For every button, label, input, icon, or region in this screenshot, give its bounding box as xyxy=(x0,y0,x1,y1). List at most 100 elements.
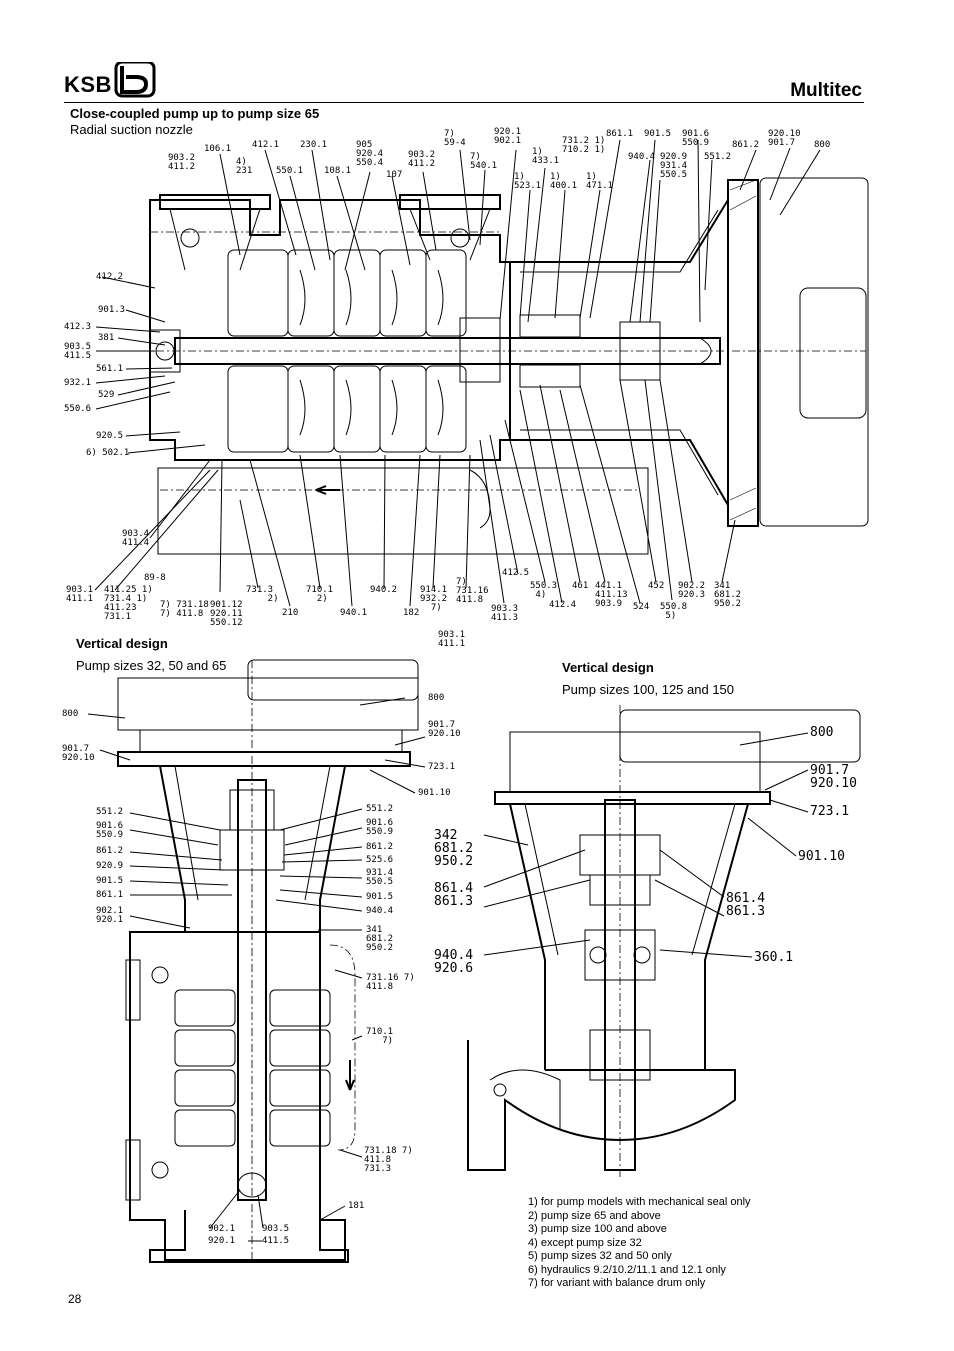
part-label: 903.2 411.2 xyxy=(408,150,436,169)
part-label: 7) 731.18 7) 411.8 xyxy=(160,600,209,619)
part-label: 7) 731.16 411.8 xyxy=(456,577,489,605)
part-label: 903.5 xyxy=(262,1224,290,1234)
part-label: 932.1 xyxy=(64,378,92,388)
part-label: 342 681.2 950.2 xyxy=(434,828,474,869)
part-label: 920.9 xyxy=(96,861,124,871)
header-rule xyxy=(64,102,864,103)
part-label: 731.2 1) 710.2 1) xyxy=(562,136,606,155)
part-label: 931.4 550.5 xyxy=(366,868,394,887)
part-label: 905 920.4 550.4 xyxy=(356,140,384,168)
part-label: 861.1 xyxy=(96,890,124,900)
part-label: 902.1 920.1 xyxy=(96,906,124,925)
product-title: Multitec xyxy=(790,80,862,101)
part-label: 731.3 2) xyxy=(246,585,279,604)
part-label: 800 xyxy=(810,725,834,740)
part-label: 940.4 xyxy=(366,906,394,916)
part-label: 920.1 902.1 xyxy=(494,127,522,146)
part-label: 551.2 xyxy=(704,152,732,162)
part-label: 920.10 901.7 xyxy=(768,129,801,148)
part-label: 7) 540.1 xyxy=(470,152,498,171)
part-label: 551.2 xyxy=(366,804,394,814)
part-label: 731.16 7) 411.8 xyxy=(366,973,415,992)
part-label: 723.1 xyxy=(428,762,456,772)
section3-title: Vertical design xyxy=(562,660,654,675)
part-label: 901.6 550.9 xyxy=(682,129,710,148)
part-label: 710.1 2) xyxy=(306,585,334,604)
part-label: 441.1 411.13 903.9 xyxy=(595,581,628,609)
part-label: 525.6 xyxy=(366,855,394,865)
part-label: 800 xyxy=(428,693,445,703)
part-label: 1) 471.1 xyxy=(586,172,614,191)
part-label: 901.3 xyxy=(98,305,126,315)
part-label: 920.1 xyxy=(208,1236,236,1246)
part-label: 731.18 7) 411.8 731.3 xyxy=(364,1146,413,1174)
part-label: 903.5 411.5 xyxy=(64,342,92,361)
vertical-design-large-drawing xyxy=(467,705,861,1180)
part-label: 914.1 932.2 7) xyxy=(420,585,448,613)
part-label: 901.7 920.10 xyxy=(62,744,95,763)
part-label: 550.6 xyxy=(64,404,92,414)
part-label: 710.1 7) xyxy=(366,1027,394,1046)
part-label: 902.1 xyxy=(208,1224,236,1234)
part-label: 182 xyxy=(403,608,420,618)
part-label: 412.2 xyxy=(96,272,124,282)
part-label: 412.3 xyxy=(64,322,92,332)
part-label: 411.25 1) 731.4 1) 411.23 731.1 xyxy=(104,585,153,622)
part-label: 861.1 xyxy=(606,129,634,139)
part-label: 412.4 xyxy=(549,600,577,610)
part-label: 210 xyxy=(282,608,299,618)
part-label: 412.5 xyxy=(502,568,530,578)
ksb-logo xyxy=(64,62,160,98)
part-label: 940.2 xyxy=(370,585,398,595)
footnote: 7) for variant with balance drum only xyxy=(528,1277,706,1289)
part-label: 524 xyxy=(633,602,650,612)
close-coupled-pump-drawing xyxy=(94,139,869,607)
section3-subtitle: Pump sizes 100, 125 and 150 xyxy=(562,682,735,697)
part-label: 861.2 xyxy=(366,842,394,852)
ksb-logo-mark-icon xyxy=(114,62,156,98)
part-label: 920.5 xyxy=(96,431,124,441)
part-label: 901.10 xyxy=(418,788,451,798)
part-label: 550.1 xyxy=(276,166,304,176)
part-label: 1) 523.1 xyxy=(514,172,542,191)
part-label: 107 xyxy=(386,170,403,180)
section2-subtitle: Pump sizes 32, 50 and 65 xyxy=(76,658,227,673)
section1-title: Close-coupled pump up to pump size 65 xyxy=(70,106,320,121)
footnote: 1) for pump models with mechanical seal … xyxy=(528,1196,751,1208)
part-label: 901.5 xyxy=(644,129,672,139)
brand-name: KSB xyxy=(64,72,112,97)
part-label: 940.4 920.6 xyxy=(434,948,474,976)
part-label: 902.2 920.3 xyxy=(678,581,706,600)
part-label: 181 xyxy=(348,1201,365,1211)
footnote: 3) pump size 100 and above xyxy=(528,1223,667,1235)
part-label: 89-8 xyxy=(144,573,166,583)
part-label: 903.1 411.1 xyxy=(438,630,466,649)
part-label: 901.7 920.10 xyxy=(810,763,857,791)
part-label: 861.4 861.3 xyxy=(434,881,474,909)
part-label: 6) 502.1 xyxy=(86,448,130,458)
part-label: 940.1 xyxy=(340,608,368,618)
part-label: 360.1 xyxy=(754,950,794,965)
part-label: 561.1 xyxy=(96,364,124,374)
part-label: 1) 400.1 xyxy=(550,172,578,191)
part-label: 903.3 411.3 xyxy=(491,604,519,623)
footnote: 2) pump size 65 and above xyxy=(528,1209,661,1222)
part-label: 903.1 411.1 xyxy=(66,585,94,604)
part-label: 920.9 931.4 550.5 xyxy=(660,152,688,180)
footnote: 4) except pump size 32 xyxy=(528,1236,642,1249)
part-label: 7) 59-4 xyxy=(444,129,466,148)
part-label: 903.4 411.4 xyxy=(122,529,150,548)
part-label: 800 xyxy=(814,140,831,150)
part-label: 901.5 xyxy=(366,892,394,902)
part-label: 4) 231 xyxy=(236,157,253,176)
part-label: 108.1 xyxy=(324,166,352,176)
part-label: 861.2 xyxy=(96,846,124,856)
footnote: 6) hydraulics 9.2/10.2/11.1 and 12.1 onl… xyxy=(528,1263,726,1276)
part-label: 341 681.2 950.2 xyxy=(714,581,742,609)
part-label: 800 xyxy=(62,709,79,719)
footnote: 5) pump sizes 32 and 50 only xyxy=(528,1250,672,1262)
part-label: 861.4 861.3 xyxy=(726,891,766,919)
part-label: 381 xyxy=(98,333,115,343)
part-label: 901.7 920.10 xyxy=(428,720,461,739)
